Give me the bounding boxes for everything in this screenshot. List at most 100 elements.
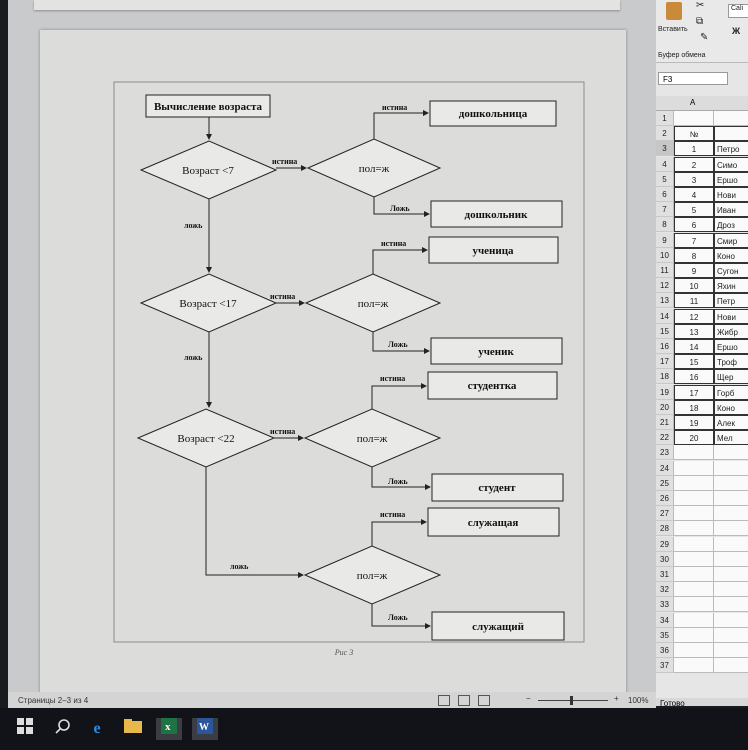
cell-a[interactable] <box>674 445 714 461</box>
row-header[interactable]: 29 <box>656 536 674 552</box>
name-box[interactable]: F3 <box>658 72 728 85</box>
cell-b[interactable]: Нови <box>714 187 748 202</box>
cell-b[interactable] <box>714 445 748 461</box>
row-header[interactable]: 11 <box>656 263 674 278</box>
web-layout-icon[interactable] <box>478 695 490 706</box>
search-icon[interactable] <box>52 718 74 740</box>
cell-b[interactable]: Горб <box>714 384 748 400</box>
cell-b[interactable]: Ершо <box>714 171 748 187</box>
zoom-slider[interactable] <box>538 700 608 701</box>
zoom-out-button[interactable]: − <box>526 694 531 703</box>
row-header[interactable]: 35 <box>656 627 674 643</box>
cell-a[interactable] <box>674 567 714 582</box>
cell-a[interactable] <box>674 597 714 613</box>
cell-b[interactable] <box>714 460 748 476</box>
cell-b[interactable]: Коно <box>714 399 748 415</box>
cell-b[interactable] <box>714 491 748 506</box>
cell-b[interactable]: Петро <box>714 141 748 157</box>
row-header[interactable]: 13 <box>656 293 674 309</box>
cell-b[interactable]: Щер <box>714 369 748 385</box>
row-header[interactable]: 31 <box>656 567 674 582</box>
row-header[interactable]: 30 <box>656 551 674 567</box>
row-header[interactable]: 8 <box>656 217 674 233</box>
cell-a[interactable]: 9 <box>674 263 714 278</box>
cell-b[interactable]: Симо <box>714 156 748 172</box>
cell-b[interactable]: Петр <box>714 293 748 309</box>
edge-icon[interactable]: e <box>93 720 101 737</box>
cell-a[interactable]: 8 <box>674 247 714 263</box>
cell-a[interactable]: 20 <box>674 430 714 446</box>
cell-a[interactable] <box>674 460 714 476</box>
row-header[interactable]: 25 <box>656 475 674 491</box>
zoom-level[interactable]: 100% <box>628 696 649 705</box>
cell-a[interactable] <box>674 627 714 643</box>
word-icon[interactable]: W <box>192 718 218 740</box>
file-explorer-icon[interactable] <box>122 718 144 740</box>
row-header[interactable]: 10 <box>656 247 674 263</box>
row-header[interactable]: 3 <box>656 141 674 157</box>
cell-b[interactable] <box>714 521 748 537</box>
cell-b[interactable]: Иван <box>714 202 748 218</box>
cell-a[interactable]: 13 <box>674 323 714 339</box>
row-header[interactable]: 12 <box>656 278 674 294</box>
cell-b[interactable] <box>714 597 748 613</box>
zoom-in-button[interactable]: + <box>614 694 619 703</box>
row-header[interactable]: 18 <box>656 369 674 385</box>
excel-icon[interactable]: x <box>156 718 182 740</box>
cell-a[interactable] <box>674 475 714 491</box>
row-header[interactable]: 33 <box>656 597 674 613</box>
cell-b[interactable] <box>714 536 748 552</box>
row-header[interactable]: 17 <box>656 354 674 370</box>
cell-a[interactable]: 17 <box>674 384 714 400</box>
cell-b[interactable]: Алек <box>714 415 748 430</box>
row-header[interactable]: 14 <box>656 308 674 324</box>
cell-a[interactable] <box>674 536 714 552</box>
cell-a[interactable]: 10 <box>674 278 714 294</box>
cell-a[interactable] <box>674 521 714 537</box>
cell-a[interactable]: 12 <box>674 308 714 324</box>
row-header[interactable]: 2 <box>656 126 674 142</box>
cell-b[interactable]: Нови <box>714 308 748 324</box>
row-header[interactable]: 9 <box>656 232 674 248</box>
cell-b[interactable] <box>714 658 748 674</box>
cell-a[interactable]: 15 <box>674 354 714 370</box>
cell-b[interactable] <box>714 506 748 522</box>
paste-button-label[interactable]: Вставить <box>658 26 688 33</box>
cell-b[interactable]: Троф <box>714 354 748 370</box>
cell-a[interactable]: 7 <box>674 232 714 248</box>
cell-b[interactable]: Ершо <box>714 339 748 354</box>
cell-a[interactable]: 4 <box>674 187 714 202</box>
cell-a[interactable]: 6 <box>674 217 714 233</box>
cell-b[interactable] <box>714 627 748 643</box>
cell-a[interactable]: № <box>674 126 714 142</box>
cell-b[interactable]: Коно <box>714 247 748 263</box>
cell-b[interactable]: Дроз <box>714 217 748 233</box>
cell-a[interactable] <box>674 643 714 658</box>
row-header[interactable]: 5 <box>656 171 674 187</box>
cell-b[interactable]: Яхин <box>714 278 748 294</box>
cell-a[interactable] <box>674 111 714 126</box>
row-header[interactable]: 15 <box>656 323 674 339</box>
row-header[interactable]: 1 <box>656 111 674 126</box>
windows-start-icon[interactable] <box>14 718 36 740</box>
row-header[interactable]: 21 <box>656 415 674 430</box>
print-layout-icon[interactable] <box>458 695 470 706</box>
cell-a[interactable]: 14 <box>674 339 714 354</box>
row-header[interactable]: 22 <box>656 430 674 446</box>
cell-a[interactable]: 5 <box>674 202 714 218</box>
cell-b[interactable] <box>714 582 748 598</box>
cell-b[interactable] <box>714 126 748 142</box>
zoom-slider-handle[interactable] <box>570 696 573 705</box>
cut-icon[interactable]: ✂ <box>696 0 705 11</box>
row-header[interactable]: 23 <box>656 445 674 461</box>
format-painter-icon[interactable]: ✎ <box>700 32 709 43</box>
cell-b[interactable]: Сугон <box>714 263 748 278</box>
row-header[interactable]: 27 <box>656 506 674 522</box>
cell-a[interactable] <box>674 658 714 674</box>
cell-a[interactable] <box>674 506 714 522</box>
document-page[interactable] <box>40 30 626 700</box>
cell-a[interactable]: 19 <box>674 415 714 430</box>
cell-a[interactable] <box>674 582 714 598</box>
cell-a[interactable] <box>674 551 714 567</box>
cell-a[interactable]: 1 <box>674 141 714 157</box>
